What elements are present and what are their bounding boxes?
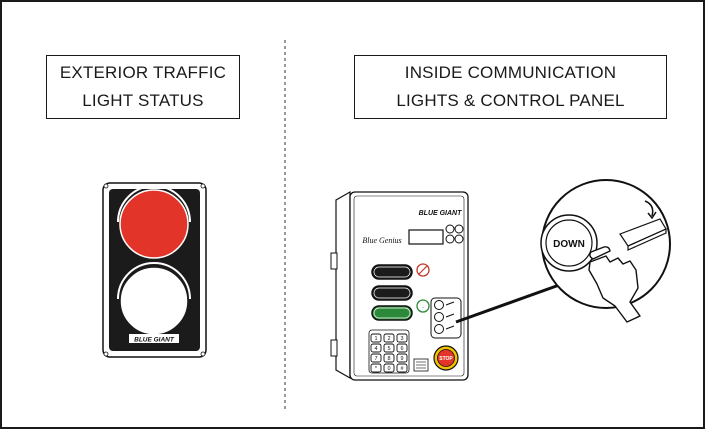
control-panel: BLUE GIANT Blue Genius → 1 2 3 4 5 6 7 8 9 * 0 # (330, 190, 469, 381)
exterior-traffic-light-title: EXTERIOR TRAFFIC LIGHT STATUS (46, 55, 240, 119)
keypad-key[interactable] (370, 363, 382, 373)
stop-button[interactable] (437, 349, 455, 367)
keypad-key-label: 8 (387, 356, 390, 362)
pointing-hand-icon (588, 246, 641, 323)
keypad-key[interactable] (383, 363, 395, 373)
keypad-key-label: 4 (374, 346, 377, 352)
keypad-key-label: * (375, 366, 378, 372)
svg-text:→: → (421, 304, 426, 309)
inside-title-line2: LIGHTS & CONTROL PANEL (396, 91, 625, 110)
keypad-key[interactable] (370, 353, 382, 363)
keypad-key[interactable] (383, 333, 395, 343)
red-light (119, 189, 189, 259)
keypad-key[interactable] (383, 343, 395, 353)
stop-button-label: STOP (439, 356, 453, 362)
callout-leader-line (455, 282, 563, 324)
panel-top-button[interactable] (445, 224, 455, 234)
traffic-light-brand-plate: BLUE GIANT (134, 336, 175, 343)
inside-title-line1: INSIDE COMMUNICATION (404, 63, 617, 82)
panel-brand: BLUE GIANT (419, 210, 463, 217)
keypad-key[interactable] (370, 333, 382, 343)
exterior-title-line1: EXTERIOR TRAFFIC (59, 63, 227, 82)
dock-leveler-down-icon (619, 200, 667, 251)
panel-pill-button-1[interactable] (371, 264, 413, 280)
panel-top-button[interactable] (445, 234, 455, 244)
keypad-key-label: 0 (387, 366, 390, 372)
panel-display (408, 229, 444, 245)
go-status-icon (416, 299, 430, 313)
panel-script-logo: Blue Genius (362, 236, 401, 245)
white-light (119, 266, 189, 336)
down-button-label: DOWN (553, 239, 585, 250)
panel-up-button[interactable] (434, 300, 444, 310)
panel-down-button[interactable] (434, 324, 444, 334)
keypad-key-label: 2 (387, 336, 390, 342)
keypad-key[interactable] (396, 363, 408, 373)
inside-control-panel-title: INSIDE COMMUNICATION LIGHTS & CONTROL PA… (354, 55, 667, 119)
traffic-light: BLUE GIANT (102, 182, 207, 358)
keypad-key-label: 6 (400, 346, 403, 352)
panel-top-button[interactable] (454, 224, 464, 234)
panel-pill-button-green[interactable] (371, 305, 413, 321)
keypad-key[interactable] (396, 353, 408, 363)
panel-stop-lip-button[interactable] (434, 312, 444, 322)
keypad-key[interactable] (396, 333, 408, 343)
keypad-key[interactable] (370, 343, 382, 353)
down-button-callout: DOWN (540, 179, 671, 323)
exterior-title-line2: LIGHT STATUS (82, 91, 204, 110)
keypad-key-label: 5 (387, 346, 390, 352)
panel-top-button[interactable] (454, 234, 464, 244)
keypad-key[interactable] (383, 353, 395, 363)
keypad-key-label: 9 (400, 356, 403, 362)
keypad-key-label: 1 (374, 336, 377, 342)
keypad: 1 2 3 4 5 6 7 8 9 * 0 # (370, 333, 408, 373)
panel-pill-button-2[interactable] (371, 285, 413, 301)
keypad-key[interactable] (396, 343, 408, 353)
keypad-key-label: # (400, 366, 404, 372)
keypad-key-label: 3 (400, 336, 403, 342)
keypad-key-label: 7 (374, 356, 377, 362)
